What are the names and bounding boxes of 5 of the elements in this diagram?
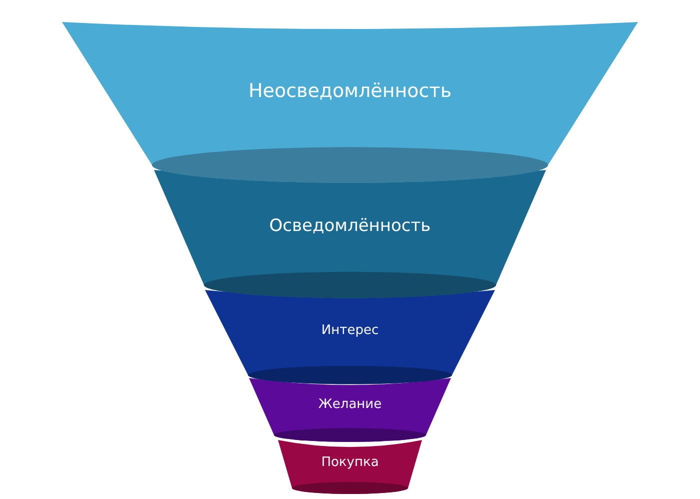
stage-label: Осведомлённость: [269, 216, 431, 236]
stage-label: Покупка: [321, 454, 379, 470]
stage-label: Желание: [318, 397, 382, 412]
stage-label: Интерес: [321, 323, 379, 338]
stage-label: Неосведомлённость: [248, 80, 452, 102]
